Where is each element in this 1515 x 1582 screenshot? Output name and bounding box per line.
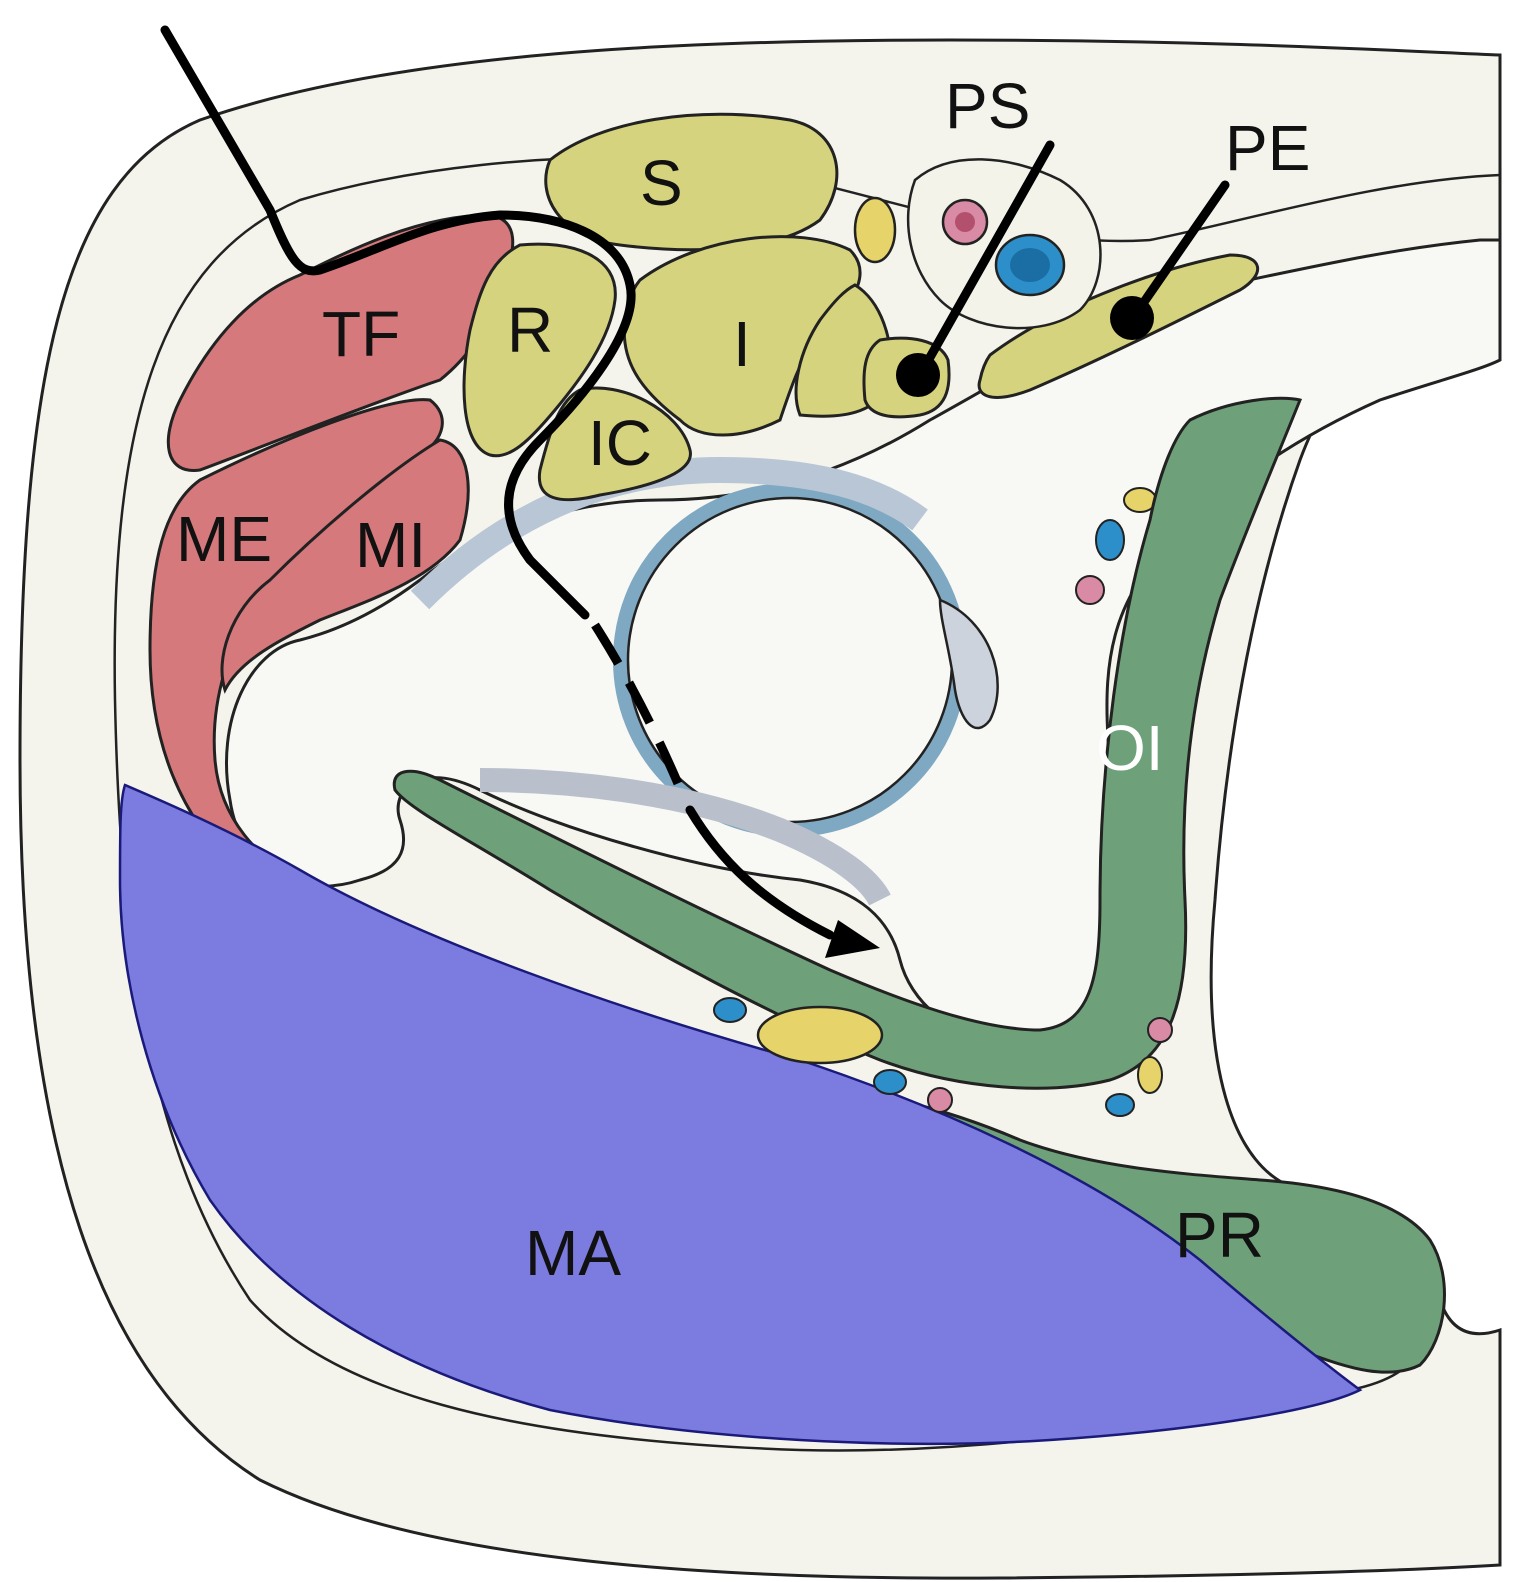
label-ma: MA (525, 1217, 621, 1289)
label-r: R (507, 294, 553, 366)
label-mi: MI (355, 509, 426, 581)
label-ps: PS (945, 70, 1030, 142)
sciatic-nerve (758, 1007, 882, 1063)
label-oi: OI (1096, 712, 1164, 784)
posterior-vein-1 (714, 998, 746, 1022)
medial-artery (1076, 576, 1104, 604)
femoral-nerve (855, 198, 895, 262)
medial-vein (1096, 520, 1124, 560)
label-ic: IC (588, 407, 652, 479)
posterior-artery (928, 1088, 952, 1112)
pudendal-artery (1148, 1018, 1172, 1042)
femoral-head (620, 490, 960, 830)
pe-leader-dot (1110, 296, 1154, 340)
label-me: ME (176, 503, 272, 575)
label-tf: TF (322, 298, 400, 370)
pudendal-vein (1106, 1094, 1134, 1116)
label-pe: PE (1225, 112, 1310, 184)
ps-leader-dot (896, 353, 940, 397)
label-i: I (733, 308, 751, 380)
pudendal-nerve (1138, 1057, 1162, 1093)
label-s: S (640, 147, 683, 219)
posterior-vein-2 (874, 1070, 906, 1094)
femoral-vein-lumen (1010, 248, 1050, 282)
femoral-artery-lumen (955, 212, 975, 232)
label-pr: PR (1175, 1199, 1264, 1271)
